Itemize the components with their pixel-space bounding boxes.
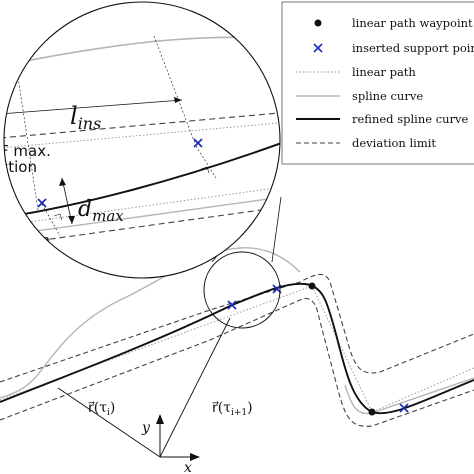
x-axis-label: x (184, 460, 192, 474)
refined-spline-curve (0, 282, 474, 415)
waypoint-marker (368, 408, 376, 416)
legend-label: linear path waypoint (352, 16, 473, 30)
legend-box (281, 1, 474, 165)
l-ins-dimension (4, 99, 183, 115)
spline-curve-lower (344, 377, 474, 415)
inset-deviation-lower (4, 205, 280, 247)
magnified-inset-border (3, 1, 281, 279)
l-ins-label: lins (70, 102, 101, 133)
ction-label: ction (0, 158, 37, 176)
inset-support-marker (193, 138, 203, 148)
l-ins-arrow (174, 97, 182, 103)
zoom-region-circle (203, 251, 281, 329)
legend-item-support: inserted support point (313, 41, 474, 55)
support-point-marker (399, 403, 409, 413)
waypoint-marker (308, 282, 316, 290)
inset-support-marker (37, 198, 47, 208)
legend-item-spline: spline curve (296, 89, 423, 103)
legend-label: inserted support point (352, 41, 474, 55)
inset-spline-lower (4, 195, 280, 237)
waypoint-marker (314, 19, 322, 27)
support-point-marker (227, 300, 237, 310)
y-axis-arrow (156, 414, 164, 424)
position-vector-ri (57, 387, 161, 458)
f-max-label: F max. (0, 142, 51, 160)
deviation-limit-upper (0, 273, 474, 383)
legend: linear path waypoint inserted support po… (281, 1, 474, 165)
legend-label: refined spline curve (352, 112, 469, 126)
deviation-limit-lower (0, 297, 474, 427)
right-angle-mark (53, 213, 63, 221)
magnified-inset: lins dmax dsup F max. ction (0, 1, 281, 279)
zoom-connector-line (271, 196, 282, 263)
y-axis-label: y (141, 420, 151, 436)
right-angle-mark (200, 166, 210, 174)
legend-item-waypoint: linear path waypoint (314, 16, 473, 30)
main-plot: r⃗(τi) r⃗(τi+1) y x (0, 192, 474, 474)
d-max-label: dmax (78, 197, 124, 225)
d-max-arrow (68, 216, 75, 224)
position-vector-ri1 (159, 317, 231, 458)
legend-item-deviation: deviation limit (296, 136, 436, 150)
legend-item-refined: refined spline curve (296, 112, 469, 126)
inset-guide-line (13, 49, 39, 211)
x-axis-arrow (190, 453, 200, 461)
legend-label: deviation limit (352, 136, 436, 150)
inset-linear-path (4, 121, 280, 149)
legend-label: linear path (352, 65, 416, 79)
inset-deviation-upper (4, 111, 280, 139)
d-max-arrow (59, 178, 66, 186)
support-point-marker (313, 43, 323, 53)
spline-curve (0, 247, 301, 399)
inset-refined-curve (4, 139, 280, 219)
position-vector-ri1-label: r⃗(τi+1) (212, 400, 253, 418)
position-vector-ri-label: r⃗(τi) (88, 400, 115, 418)
legend-item-linear: linear path (296, 65, 416, 79)
legend-label: spline curve (352, 89, 423, 103)
